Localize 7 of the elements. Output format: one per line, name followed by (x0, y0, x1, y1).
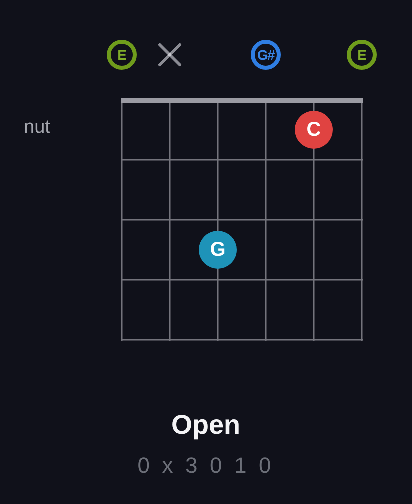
open-string-marker: E (107, 40, 137, 70)
chord-title: Open (171, 412, 240, 439)
muted-string-icon (158, 43, 182, 67)
open-string-marker: G# (251, 40, 281, 70)
nut-label: nut (24, 118, 50, 137)
fingering-caption: 0 x 3 0 1 0 (138, 455, 274, 477)
open-string-marker: E (347, 40, 377, 70)
